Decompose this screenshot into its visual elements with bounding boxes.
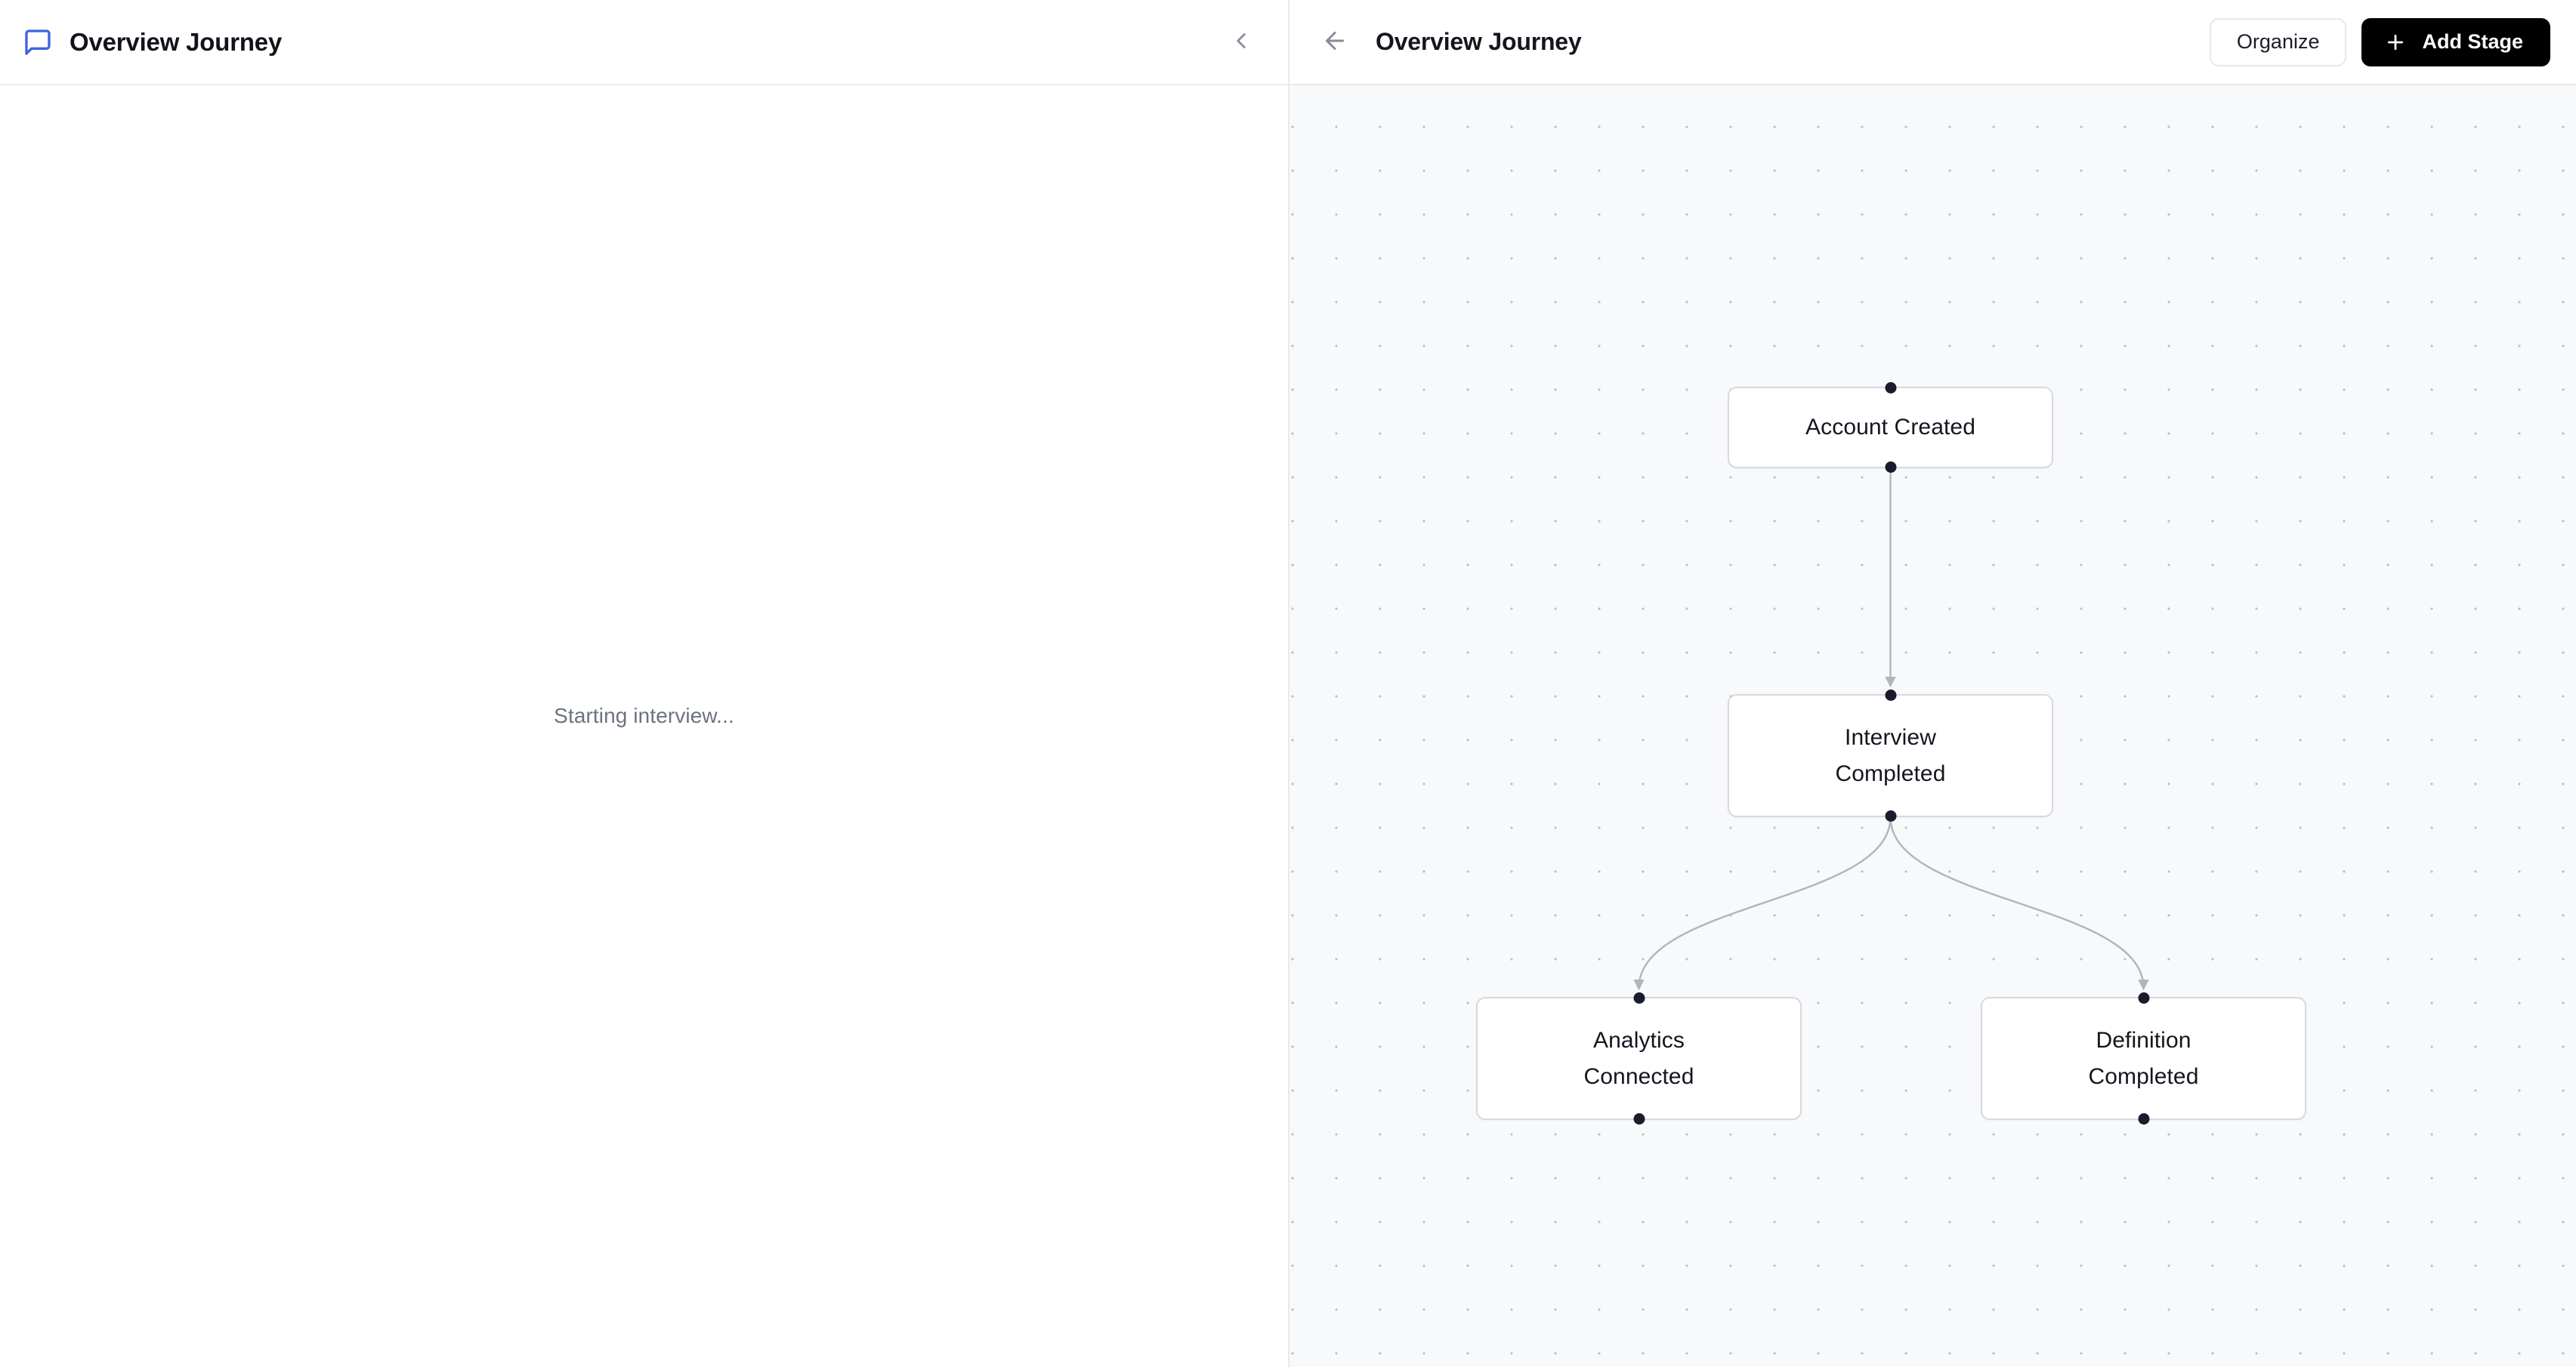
left-panel-header: Overview Journey bbox=[0, 0, 1288, 85]
organize-button[interactable]: Organize bbox=[2209, 17, 2347, 66]
journey-editor-panel: Overview Journey Organize Add Stage bbox=[1290, 0, 2576, 1367]
node-handle-target[interactable] bbox=[2138, 992, 2149, 1004]
add-stage-button[interactable]: Add Stage bbox=[2361, 17, 2550, 66]
journey-header: Overview Journey Organize Add Stage bbox=[1290, 0, 2576, 85]
node-handle-source[interactable] bbox=[2138, 1113, 2149, 1125]
plus-icon bbox=[2384, 31, 2407, 54]
add-stage-label: Add Stage bbox=[2422, 30, 2523, 53]
stage-node-interview-completed[interactable]: Interview Completed bbox=[1728, 690, 2053, 822]
interview-status-text: Starting interview... bbox=[554, 703, 734, 727]
left-panel-body: Starting interview... bbox=[0, 85, 1288, 1367]
stage-node-label: Account Created bbox=[1805, 415, 1975, 440]
stage-node-account-created[interactable]: Account Created bbox=[1728, 382, 2053, 473]
journey-edge[interactable] bbox=[1633, 816, 1892, 991]
left-panel-title-group: Overview Journey bbox=[23, 27, 1220, 57]
journey-page-title: Overview Journey bbox=[1376, 28, 1582, 55]
node-handle-source[interactable] bbox=[1885, 810, 1896, 822]
node-handle-target[interactable] bbox=[1885, 382, 1896, 393]
journey-edge[interactable] bbox=[1889, 816, 2149, 991]
stage-node-analytics-connected[interactable]: Analytics Connected bbox=[1476, 992, 1802, 1125]
left-chat-panel: Overview Journey Starting interview... bbox=[0, 0, 1290, 1367]
arrow-left-icon bbox=[1321, 27, 1348, 57]
collapse-panel-button[interactable] bbox=[1220, 21, 1262, 63]
left-panel-title: Overview Journey bbox=[69, 27, 283, 56]
node-handle-source[interactable] bbox=[1885, 461, 1896, 473]
message-square-icon bbox=[23, 27, 53, 57]
chevron-left-icon bbox=[1228, 28, 1254, 56]
stage-node-label: Interview Completed bbox=[1835, 725, 1946, 786]
journey-header-actions: Organize Add Stage bbox=[2209, 17, 2550, 66]
node-handle-source[interactable] bbox=[1633, 1113, 1645, 1125]
stage-node-definition-completed[interactable]: Definition Completed bbox=[1981, 992, 2306, 1125]
stage-node-label: Definition Completed bbox=[2088, 1028, 2199, 1089]
node-handle-target[interactable] bbox=[1633, 992, 1645, 1004]
node-handle-target[interactable] bbox=[1885, 690, 1896, 701]
back-button[interactable] bbox=[1314, 21, 1356, 63]
stage-node-label: Analytics Connected bbox=[1583, 1028, 1694, 1089]
